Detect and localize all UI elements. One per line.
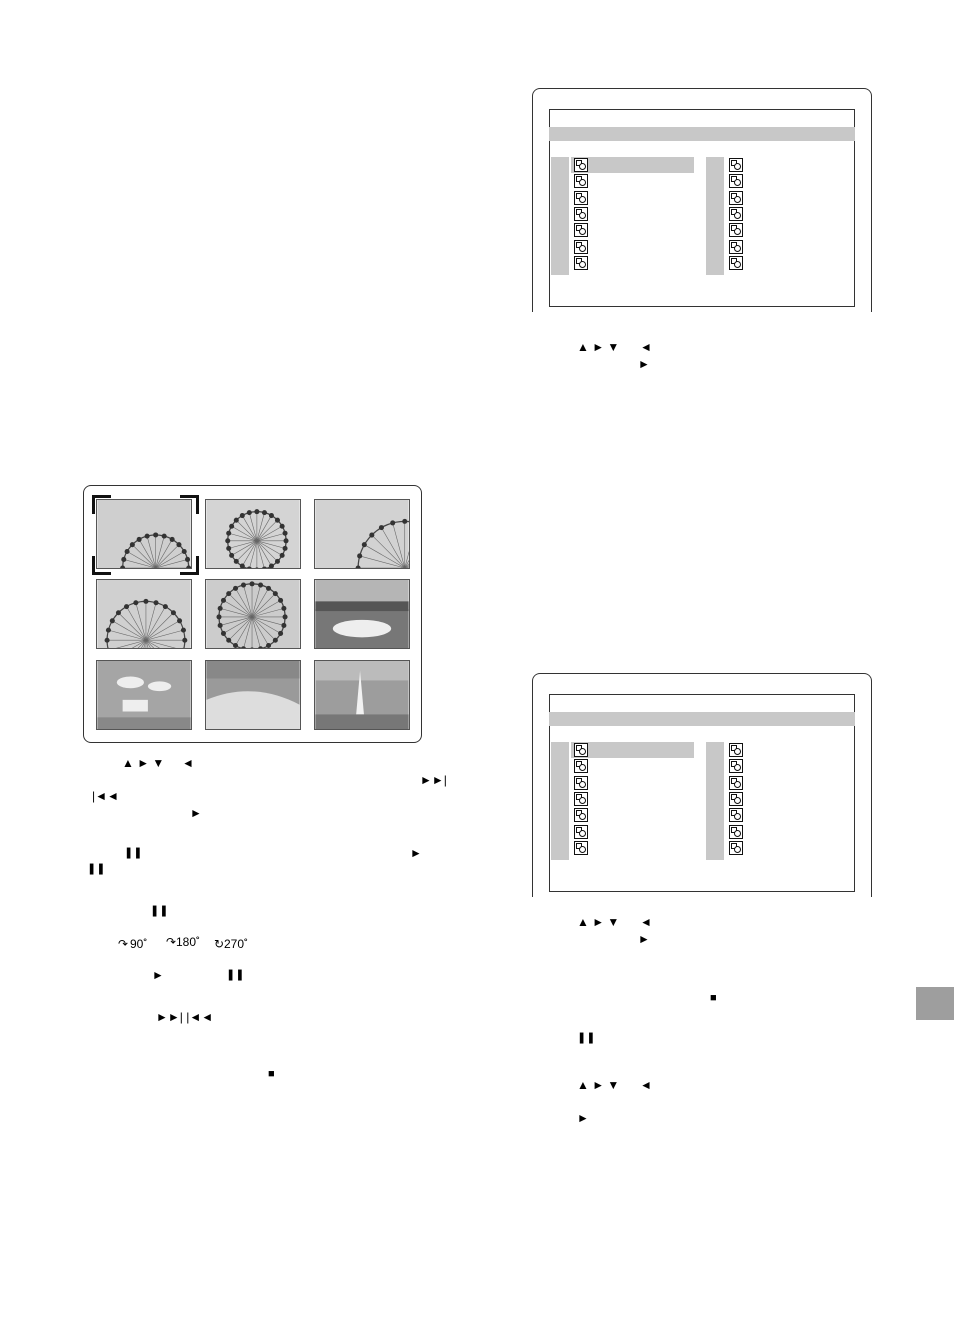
menu-left-column-bar: [551, 742, 569, 860]
cursor-keys-icon: ▲ ► ▼: [577, 340, 620, 354]
menu-right-column-bar: [706, 742, 724, 860]
cursor-keys-icon: ▲ ► ▼: [577, 915, 620, 929]
left-arrow-icon: ◄: [640, 340, 652, 354]
picture-file-icon[interactable]: [574, 743, 588, 757]
stop-icon: ■: [710, 992, 717, 1004]
picture-file-icon[interactable]: [574, 775, 588, 790]
photo-thumbnail[interactable]: [314, 660, 410, 730]
picture-file-icon[interactable]: [729, 223, 743, 238]
play-icon: ►: [152, 968, 164, 982]
menu-left-column-bar: [551, 157, 569, 275]
rotate-270-label: 270˚: [224, 937, 249, 951]
selection-corner-br: [180, 556, 199, 575]
picture-file-icon[interactable]: [574, 223, 588, 238]
photo-thumbnail[interactable]: [96, 660, 192, 730]
picture-file-icon[interactable]: [574, 174, 588, 189]
picture-file-icon[interactable]: [729, 255, 743, 270]
rotate-180-label: 180˚: [176, 935, 201, 949]
picture-file-icon[interactable]: [729, 239, 743, 254]
rotate-90-label: 90˚: [130, 937, 148, 951]
picture-file-icon[interactable]: [574, 808, 588, 823]
pause-icon: ❚❚: [124, 847, 143, 859]
picture-file-icon[interactable]: [729, 743, 743, 757]
pause-icon: ❚❚: [577, 1032, 596, 1044]
next-icon: ►►|: [420, 773, 447, 787]
left-arrow-icon: ◄: [640, 1078, 652, 1092]
picture-file-icon[interactable]: [574, 190, 588, 205]
play-icon: ►: [577, 1111, 589, 1125]
picture-file-icon[interactable]: [574, 158, 588, 172]
picture-file-icon[interactable]: [729, 840, 743, 855]
menu-highlight-row: [571, 742, 694, 758]
picture-file-icon[interactable]: [729, 174, 743, 189]
file-menu-panel-1: [549, 109, 855, 307]
photo-thumbnail[interactable]: [205, 579, 301, 649]
pause-icon: ❚❚: [87, 863, 106, 875]
rotate-270-icon: ↻: [214, 937, 225, 951]
picture-file-icon[interactable]: [729, 824, 743, 839]
selection-corner-tr: [180, 495, 199, 514]
picture-file-icon[interactable]: [729, 206, 743, 221]
picture-file-icon[interactable]: [729, 158, 743, 172]
stop-icon: ■: [268, 1068, 275, 1080]
picture-file-icon[interactable]: [574, 239, 588, 254]
file-menu-panel-2: [549, 694, 855, 892]
selection-corner-tl: [92, 495, 111, 514]
picture-file-icon[interactable]: [574, 824, 588, 839]
cursor-keys-icon: ▲ ► ▼: [577, 1078, 620, 1092]
rotate-90-icon: ↷: [118, 937, 129, 951]
play-icon: ►: [190, 806, 202, 820]
menu-right-column-bar: [706, 157, 724, 275]
photo-thumbnail[interactable]: [96, 499, 192, 569]
picture-file-icon[interactable]: [729, 808, 743, 823]
photo-thumbnail[interactable]: [205, 660, 301, 730]
picture-file-icon[interactable]: [729, 791, 743, 806]
picture-file-icon[interactable]: [729, 190, 743, 205]
menu-highlight-row: [571, 157, 694, 173]
pause-icon: ❚❚: [150, 905, 169, 917]
play-icon: ►: [638, 357, 650, 371]
prev-icon: |◄◄: [92, 789, 119, 803]
selection-corner-bl: [92, 556, 111, 575]
photo-thumbnail[interactable]: [314, 579, 410, 649]
picture-file-icon[interactable]: [574, 206, 588, 221]
left-arrow-icon: ◄: [182, 756, 194, 770]
menu-title-bar: [549, 712, 855, 726]
picture-file-icon[interactable]: [574, 759, 588, 774]
cursor-keys-icon: ▲ ► ▼: [122, 756, 165, 770]
menu-title-bar: [549, 127, 855, 141]
play-icon: ►: [638, 932, 650, 946]
photo-thumbnail[interactable]: [205, 499, 301, 569]
left-arrow-icon: ◄: [640, 915, 652, 929]
picture-file-icon[interactable]: [729, 759, 743, 774]
picture-file-icon[interactable]: [574, 255, 588, 270]
photo-thumbnail[interactable]: [314, 499, 410, 569]
chapter-side-tab: [916, 987, 954, 1020]
picture-file-icon[interactable]: [729, 775, 743, 790]
picture-file-icon[interactable]: [574, 840, 588, 855]
play-icon: ►: [410, 846, 422, 860]
pause-icon: ❚❚: [226, 969, 245, 981]
next-prev-icons: ►►| |◄◄: [156, 1010, 214, 1024]
picture-file-icon[interactable]: [574, 791, 588, 806]
photo-thumbnail[interactable]: [96, 579, 192, 649]
rotate-180-icon: ↷: [166, 935, 177, 949]
